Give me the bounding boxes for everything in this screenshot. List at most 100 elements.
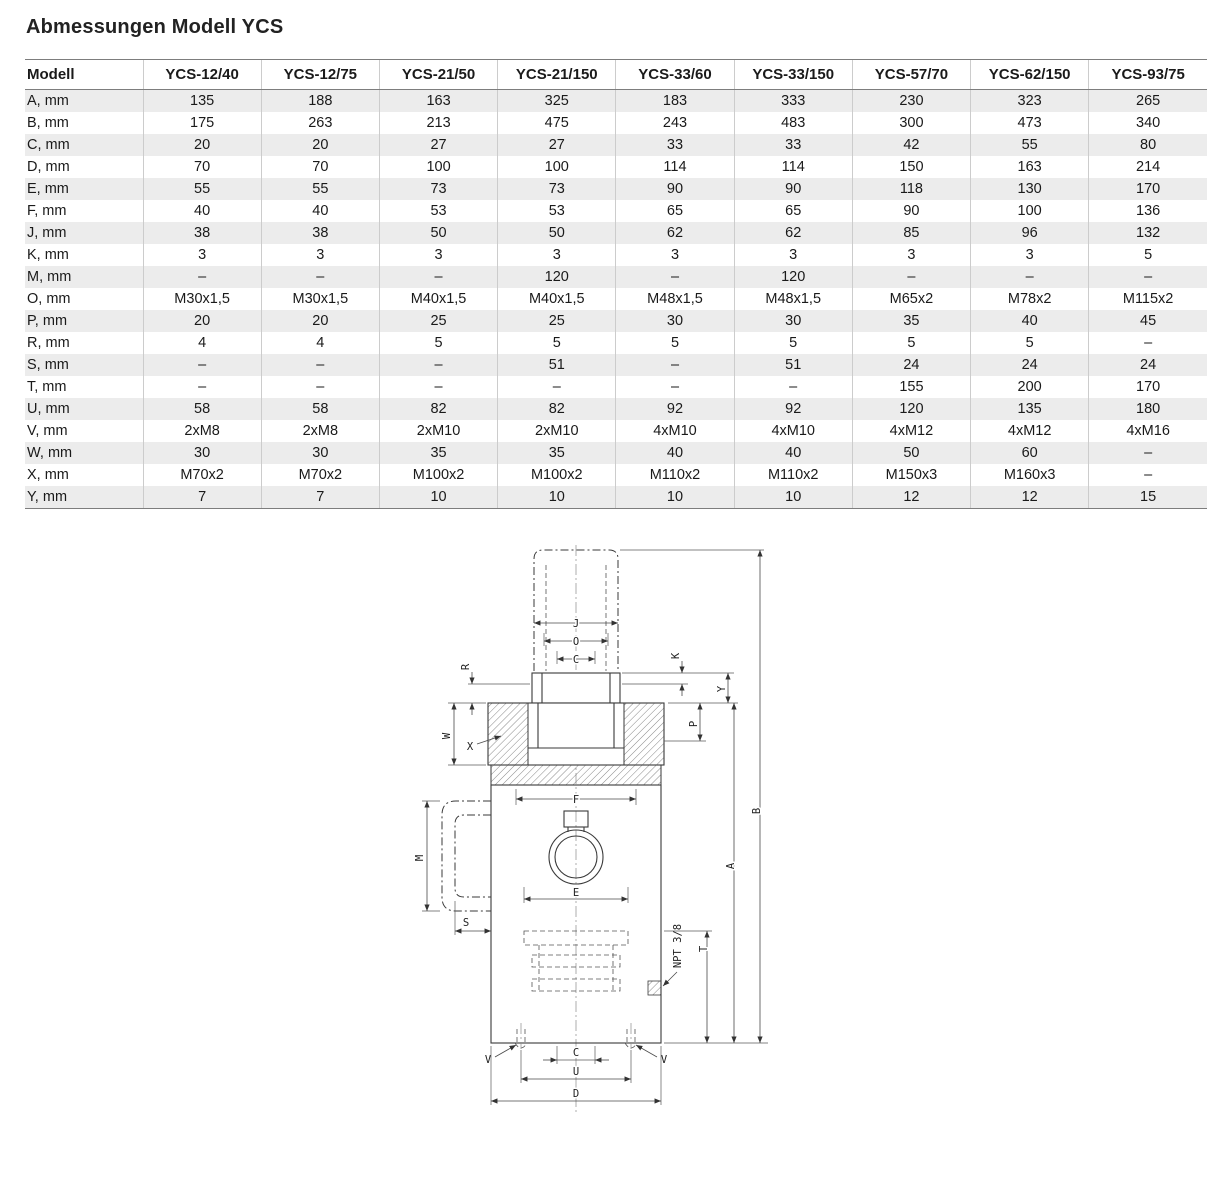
dim-label-s: S: [463, 917, 469, 929]
table-cell: 4xM16: [1088, 420, 1207, 442]
table-cell: –: [142, 354, 262, 376]
table-cell: 82: [497, 398, 616, 420]
table-cell: 35: [497, 442, 616, 464]
table-cell: 163: [378, 89, 498, 112]
stop-nut: [531, 672, 621, 704]
table-cell: 90: [851, 200, 971, 222]
table-cell: 30: [733, 310, 853, 332]
dim-m: M: [413, 800, 440, 912]
page-title: Abmessungen Modell YCS: [26, 16, 284, 38]
table-cell: 3: [970, 244, 1089, 266]
table-cell: 5: [970, 332, 1089, 354]
dim-label-x: X: [467, 741, 474, 753]
column-header: YCS-12/40: [142, 59, 262, 90]
table-cell: 58: [142, 398, 262, 420]
table-cell: M115x2: [1088, 288, 1207, 310]
table-cell: M30x1,5: [142, 288, 262, 310]
table-cell: 24: [970, 354, 1089, 376]
table-cell: 2xM10: [497, 420, 616, 442]
table-cell: 323: [970, 89, 1089, 112]
column-header-modell: Modell: [25, 59, 143, 90]
table-cell: 20: [260, 310, 380, 332]
table-cell: 340: [1088, 112, 1207, 134]
table-cell: 120: [497, 266, 616, 288]
table-cell: 3: [260, 244, 380, 266]
table-cell: 92: [615, 398, 735, 420]
table-cell: 45: [1088, 310, 1207, 332]
table-cell: M65x2: [851, 288, 971, 310]
table-cell: 136: [1088, 200, 1207, 222]
dim-label-w: W: [441, 732, 453, 739]
table-cell: 213: [378, 112, 498, 134]
table-cell: 55: [970, 134, 1089, 156]
row-label: T, mm: [27, 379, 67, 395]
row-label: J, mm: [27, 225, 67, 241]
table-cell: 3: [378, 244, 498, 266]
table-cell: 30: [142, 442, 262, 464]
table-cell: 120: [851, 398, 971, 420]
table-cell: 55: [142, 178, 262, 200]
table-cell: –: [733, 376, 853, 398]
table-cell: 118: [851, 178, 971, 200]
table-cell: 27: [497, 134, 616, 156]
column-header: YCS-12/75: [260, 59, 380, 90]
table-cell: –: [497, 376, 616, 398]
dim-label-b: B: [751, 808, 763, 814]
row-label: K, mm: [27, 247, 69, 263]
table-cell: 5: [615, 332, 735, 354]
table-cell: 90: [733, 178, 853, 200]
table-cell: 243: [615, 112, 735, 134]
table-cell: 82: [378, 398, 498, 420]
table-cell: –: [1088, 464, 1207, 486]
dim-label-c-top: C: [573, 654, 579, 666]
table-cell: 50: [378, 222, 498, 244]
table-cell: 114: [733, 156, 853, 178]
table-cell: 70: [260, 156, 380, 178]
dim-label-o: O: [573, 636, 579, 648]
column-header: YCS-21/150: [497, 59, 616, 90]
dim-b: B: [620, 549, 768, 1044]
row-label: E, mm: [27, 181, 69, 197]
table-cell: 5: [733, 332, 853, 354]
table-cell: 132: [1088, 222, 1207, 244]
dim-label-v-right: V: [661, 1054, 668, 1066]
table-cell: –: [142, 376, 262, 398]
table-cell: 100: [970, 200, 1089, 222]
table-cell: 24: [851, 354, 971, 376]
dim-label-p: P: [688, 721, 700, 727]
table-cell: 5: [378, 332, 498, 354]
table-cell: M70x2: [142, 464, 262, 486]
table-cell: –: [260, 376, 380, 398]
table-cell: 53: [378, 200, 498, 222]
table-cell: 35: [851, 310, 971, 332]
table-cell: 150: [851, 156, 971, 178]
table-cell: –: [260, 266, 380, 288]
table-cell: 15: [1088, 486, 1207, 509]
table-cell: 4: [142, 332, 262, 354]
table-cell: 40: [615, 442, 735, 464]
table-cell: 155: [851, 376, 971, 398]
table-cell: 4xM12: [970, 420, 1089, 442]
table-cell: M110x2: [733, 464, 853, 486]
row-label: D, mm: [27, 159, 70, 175]
table-cell: –: [851, 266, 971, 288]
table-cell: 325: [497, 89, 616, 112]
table-cell: 3: [851, 244, 971, 266]
table-cell: 114: [615, 156, 735, 178]
table-cell: 3: [615, 244, 735, 266]
table-cell: 12: [970, 486, 1089, 509]
table-cell: 170: [1088, 178, 1207, 200]
mounting-holes: [514, 1023, 638, 1049]
table-cell: 33: [733, 134, 853, 156]
table-cell: –: [260, 354, 380, 376]
table-cell: 10: [733, 486, 853, 509]
table-cell: 30: [615, 310, 735, 332]
dim-f: F: [515, 789, 637, 808]
table-cell: 188: [260, 89, 380, 112]
dim-label-u: U: [573, 1066, 579, 1078]
